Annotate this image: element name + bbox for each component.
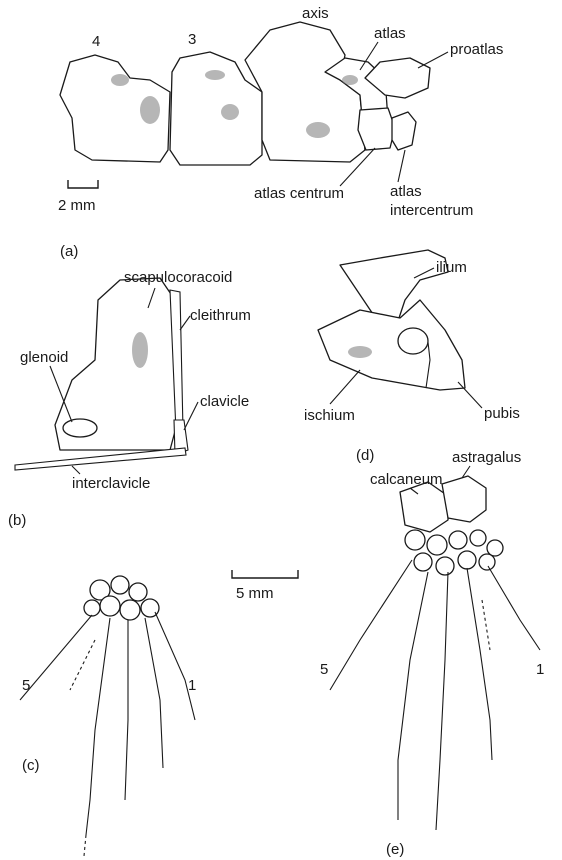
stipple-7	[132, 332, 148, 368]
astragalus-bone	[442, 476, 486, 522]
digit-5-label-e: 5	[320, 661, 328, 678]
digit-1-label-e: 1	[536, 661, 544, 678]
tarsal-bones	[405, 530, 503, 575]
digit-5-c-dashed	[70, 640, 95, 690]
stipple-4	[205, 70, 225, 80]
digit-5-c	[20, 615, 92, 700]
panel-e-tag: (e)	[386, 841, 404, 858]
leader-clavicle	[184, 402, 198, 430]
leader-cleithrum	[180, 316, 190, 330]
atlas-intercentrum-label-line-2: intercentrum	[390, 202, 473, 219]
atlas-centrum-label: atlas centrum	[254, 185, 344, 202]
glenoid-label: glenoid	[20, 349, 68, 366]
leader-proatlas	[418, 52, 448, 68]
panel-a-vertebral-column: 4 3 axis atlas proatlas atlas centrum at…	[58, 5, 503, 260]
stipple-8	[348, 346, 372, 358]
scale-5mm-label: 5 mm	[236, 585, 274, 602]
pubis-label: pubis	[484, 405, 520, 422]
digit-5-e	[330, 560, 412, 690]
digit-4-e	[398, 572, 428, 820]
carpal-bones	[84, 576, 159, 620]
vertebra-3-label: 3	[188, 31, 196, 48]
atlas-centrum-bone	[358, 108, 395, 150]
stipple-5	[306, 122, 330, 138]
digit-5-label-c: 5	[22, 677, 30, 694]
panel-c-tag: (c)	[22, 757, 40, 774]
leader-interclavicle	[72, 466, 80, 474]
panel-d-pelvic-girdle: ilium pubis ischium (d)	[304, 250, 520, 464]
panel-c-manus: 5 1 (c)	[20, 576, 196, 856]
axis-vertebra	[245, 22, 365, 162]
vertebra-3	[170, 52, 262, 165]
stipple-2	[221, 104, 239, 120]
proatlas-label: proatlas	[450, 41, 503, 58]
digits-e	[330, 560, 540, 830]
vertebra-4-label: 4	[92, 33, 100, 50]
cleithrum-label: cleithrum	[190, 307, 251, 324]
panel-d-tag: (d)	[356, 447, 374, 464]
ilium-label: ilium	[436, 259, 467, 276]
astragalus-label: astragalus	[452, 449, 521, 466]
shared-scale-5mm: 5 mm	[232, 570, 298, 602]
calcaneum-bone	[400, 482, 448, 532]
scale-bar-5mm	[232, 570, 298, 578]
digit-4-c-dashed	[84, 835, 86, 856]
digit-3-e	[436, 572, 448, 830]
ischium-label: ischium	[304, 407, 355, 424]
clavicle-label: clavicle	[200, 393, 249, 410]
interclavicle-bone	[15, 448, 186, 470]
panel-b-pectoral-girdle: scapulocoracoid cleithrum glenoid clavic…	[8, 269, 251, 529]
panel-b-tag: (b)	[8, 512, 26, 529]
digit-1-c	[155, 612, 195, 720]
atlas-intercentrum-label-line-1: atlas	[390, 183, 422, 200]
axis-label: axis	[302, 5, 329, 22]
stipple-3	[111, 74, 129, 86]
digit-1-e	[488, 566, 540, 650]
stipple-1	[140, 96, 160, 124]
digit-3-c	[125, 620, 128, 800]
scapulocoracoid-label: scapulocoracoid	[124, 269, 232, 286]
digit-2-c	[145, 618, 163, 768]
atlas-intercentrum-bone	[392, 112, 416, 150]
digit-2-e	[467, 568, 492, 760]
leader-pubis	[458, 382, 482, 408]
panel-a-tag: (a)	[60, 243, 78, 260]
scale-2mm-label: 2 mm	[58, 197, 96, 214]
leader-atlas-intercentrum	[398, 150, 405, 182]
calcaneum-label: calcaneum	[370, 471, 443, 488]
digit-4-c	[86, 618, 110, 835]
glenoid-fossa	[63, 419, 97, 437]
stipple-6	[342, 75, 358, 85]
leader-ischium	[330, 370, 360, 404]
digits-c	[20, 612, 195, 856]
digit-2-e-dashed	[482, 600, 490, 650]
scale-bar-2mm	[68, 180, 98, 188]
panel-e-pes: astragalus calcaneum 5 1 (e)	[320, 449, 544, 858]
digit-1-label-c: 1	[188, 677, 196, 694]
interclavicle-label: interclavicle	[72, 475, 150, 492]
atlas-label: atlas	[374, 25, 406, 42]
acetabulum	[398, 328, 428, 354]
